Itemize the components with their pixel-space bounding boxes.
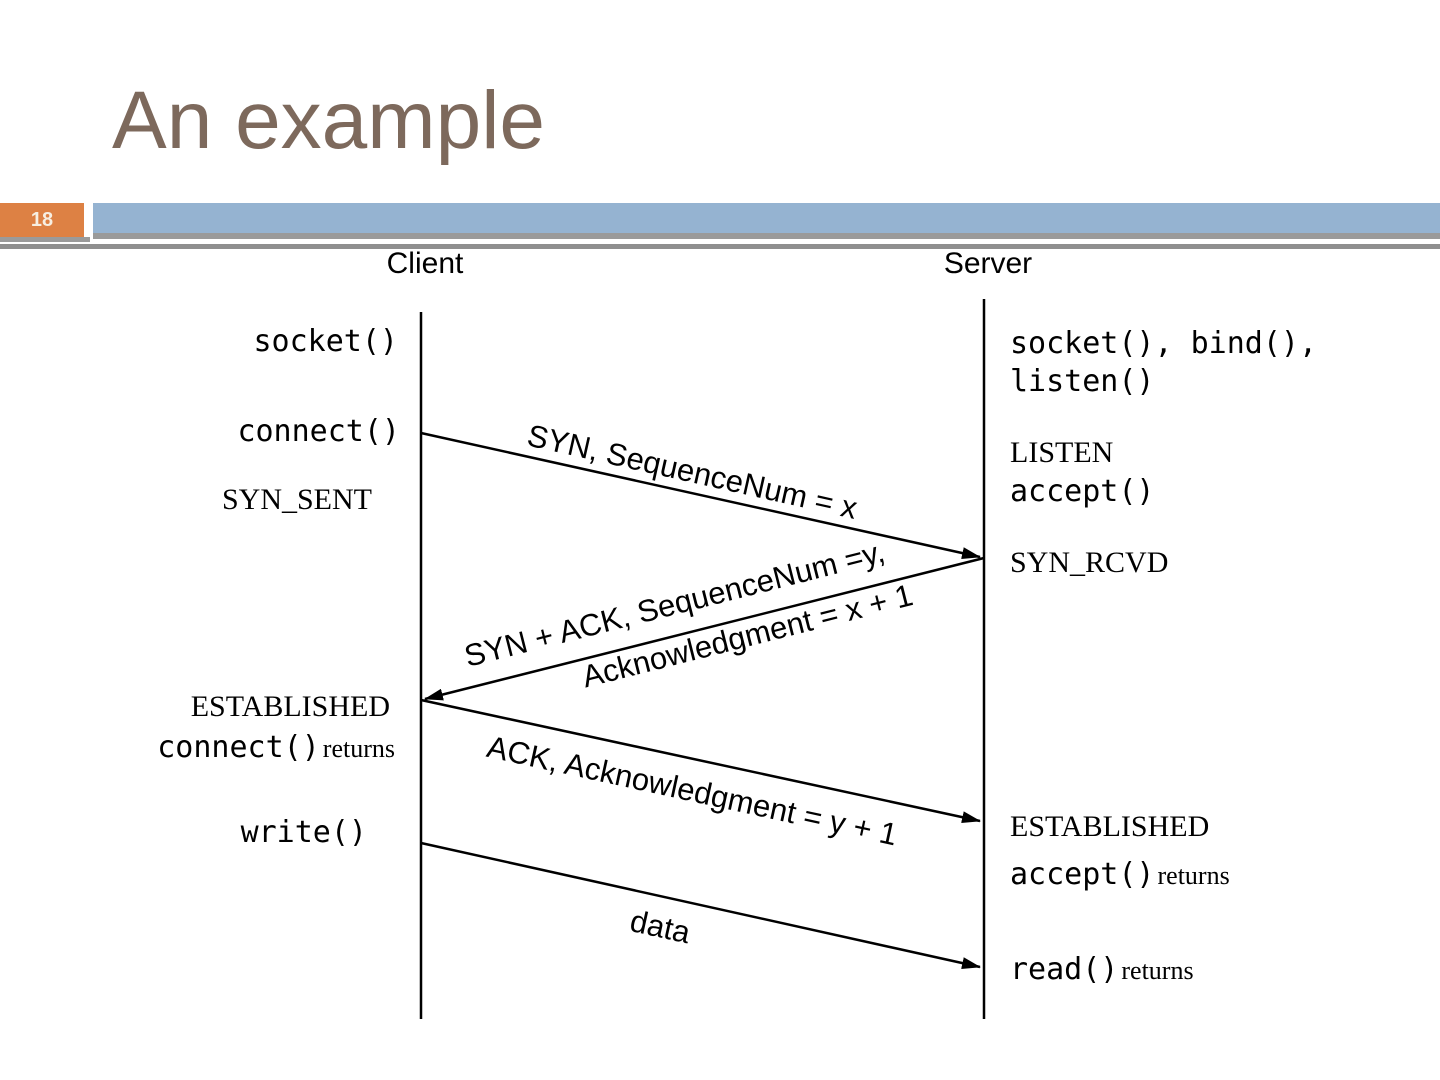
server-column-header: Server bbox=[943, 247, 1033, 280]
client-connect-call: connect() bbox=[237, 414, 400, 449]
server-listen-call-line: listen() bbox=[1010, 364, 1155, 399]
server-read-returns-code: read() bbox=[1010, 952, 1119, 987]
client-connect-returns-code: connect() bbox=[157, 730, 320, 765]
server-socket-bind-line: socket(), bind(), bbox=[1010, 326, 1318, 361]
divider-rule bbox=[0, 244, 1440, 249]
arrow-data bbox=[420, 841, 981, 969]
server-socket-bind-listen: socket(), bind(), listen() bbox=[1010, 325, 1317, 401]
server-accept-call: accept() bbox=[1010, 474, 1155, 509]
server-accept-returns-code: accept() bbox=[1010, 857, 1155, 892]
server-accept-returns-suffix: returns bbox=[1157, 861, 1230, 890]
server-state-established: ESTABLISHED bbox=[1010, 810, 1210, 843]
server-state-syn-rcvd: SYN_RCVD bbox=[1010, 546, 1169, 579]
slide-title: An example bbox=[112, 75, 546, 166]
arrow-syn bbox=[420, 431, 981, 559]
client-column-header: Client bbox=[386, 247, 464, 280]
arrow-ack bbox=[420, 698, 981, 824]
client-write-call: write() bbox=[240, 815, 367, 850]
client-connect-returns: connect() returns bbox=[157, 733, 395, 763]
msg-syn-label: SYN, SequenceNum = x bbox=[524, 418, 861, 526]
slide-number-badge: 18 bbox=[0, 203, 84, 237]
header-accent-bar-shadow bbox=[93, 233, 1440, 239]
client-state-established: ESTABLISHED bbox=[190, 690, 390, 723]
client-state-syn-sent: SYN_SENT bbox=[221, 483, 372, 516]
server-read-returns: read() returns bbox=[1010, 955, 1194, 985]
server-accept-returns: accept() returns bbox=[1010, 860, 1230, 890]
header-accent-bar bbox=[93, 203, 1440, 233]
client-connect-returns-suffix: returns bbox=[322, 734, 395, 763]
badge-shadow-bar bbox=[0, 237, 90, 242]
msg-data-label: data bbox=[627, 903, 694, 950]
client-socket-call: socket() bbox=[253, 324, 399, 359]
server-read-returns-suffix: returns bbox=[1121, 956, 1194, 985]
arrow-syn-ack bbox=[424, 556, 985, 701]
server-state-listen: LISTEN bbox=[1010, 436, 1114, 469]
